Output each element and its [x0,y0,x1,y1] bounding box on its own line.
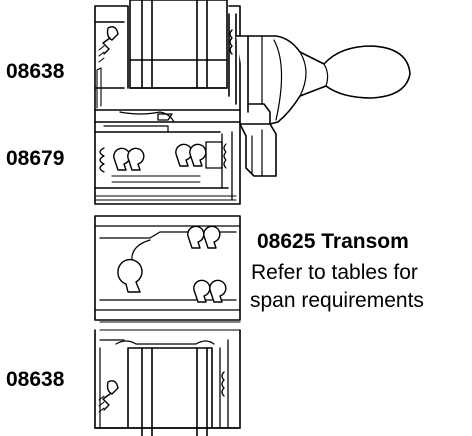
top-frame-08638 [94,5,241,111]
label-transom: 08625 Transom [257,230,409,253]
note-line-1: Refer to tables for [251,261,418,284]
transom-08625 [94,215,241,331]
label-top-profile: 08638 [6,60,65,83]
label-mid-profile: 08679 [6,147,65,170]
handle-assembly [235,35,411,177]
bottom-frame-08638 [94,329,241,436]
top-gasket-hatch [98,45,105,63]
bottom-gasket-hatch [98,395,105,413]
mid-frame-08679 [94,109,241,205]
label-bottom-profile: 08638 [6,368,65,391]
top-glazing [129,0,228,89]
note-line-2: span requirements [250,289,424,312]
